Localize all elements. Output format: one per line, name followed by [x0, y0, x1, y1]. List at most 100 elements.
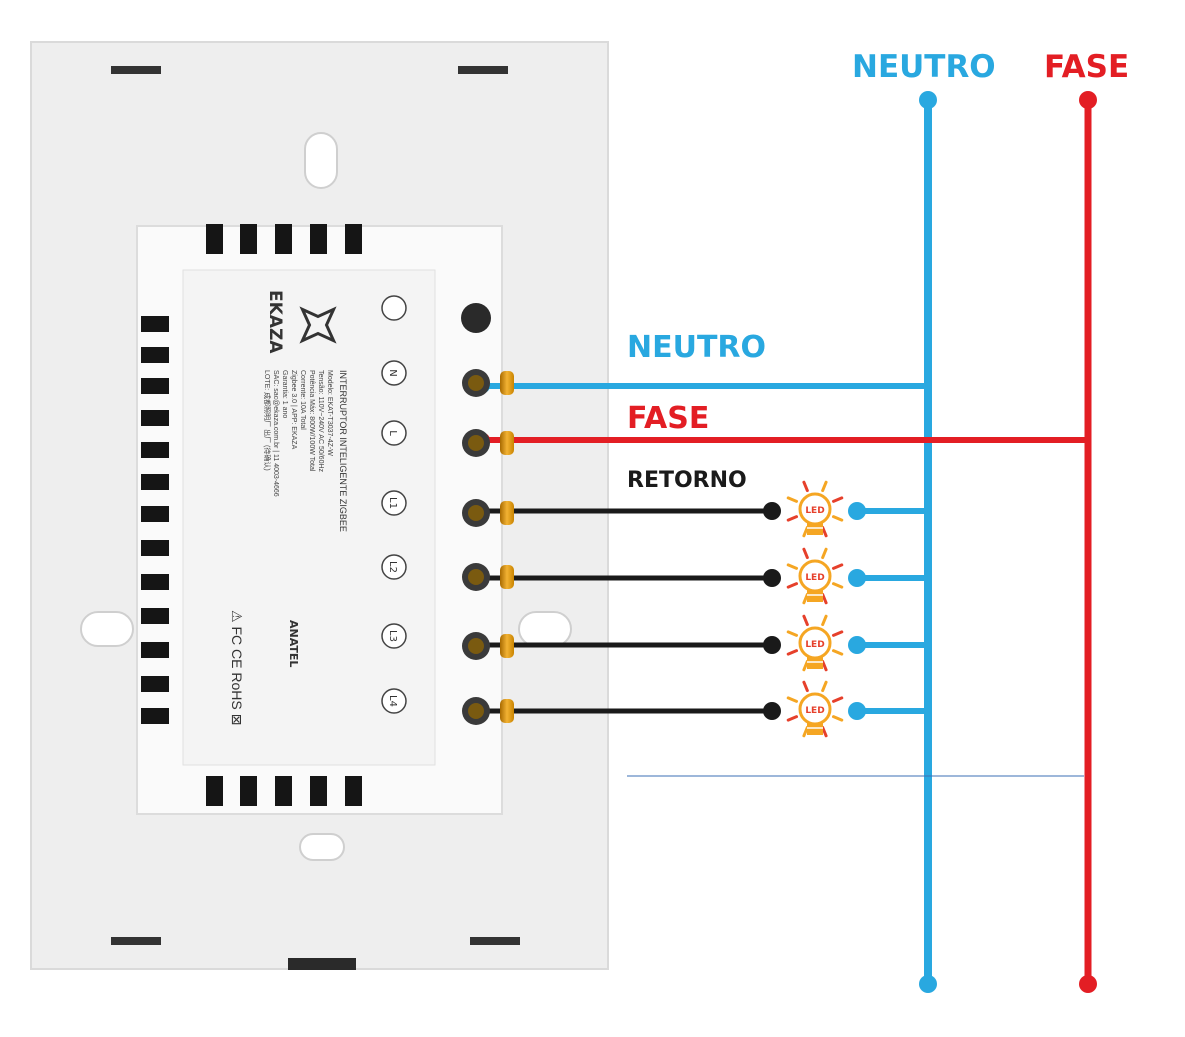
bulb-label: LED — [805, 573, 824, 583]
brand-name: EKAZA — [265, 290, 285, 354]
screw-slot — [304, 132, 338, 189]
bulb-ray — [786, 649, 799, 656]
bulb-ray — [802, 525, 809, 538]
bulb-ray — [821, 725, 828, 738]
terminals — [461, 303, 514, 725]
return-wire-dot — [763, 502, 781, 520]
terminal-screw-center — [468, 703, 484, 719]
bulb-ray — [802, 592, 809, 605]
bulb-ray — [786, 496, 799, 503]
bulb-ray — [831, 582, 844, 589]
bulb-ray — [786, 696, 799, 703]
terminal-brass — [500, 699, 514, 723]
spec-line: Potência Máx: 800W/100W Total — [308, 370, 315, 472]
terminal-label: L1 — [387, 497, 398, 509]
spec-line: Zigbee 3.0 | APP: EKAZA — [290, 370, 297, 450]
bulb-ray — [821, 614, 828, 627]
bus-end-dot — [1079, 975, 1097, 993]
bus-end-dot — [919, 975, 937, 993]
terminal-label-circle — [381, 554, 407, 580]
terminal-label-circle — [381, 295, 407, 321]
lamp-neutral-dot — [848, 636, 866, 654]
terminal-screw-center — [468, 375, 484, 391]
neutral-bus-label: NEUTRO — [852, 49, 996, 85]
product-name: INTERRUPTOR INTELIGENTE ZIGBEE — [338, 370, 348, 532]
screw-slot — [518, 611, 572, 647]
brand-logo — [299, 306, 337, 344]
bulb-ray — [831, 563, 844, 570]
mount-clip — [111, 937, 161, 945]
led-bulb-icon: LED — [786, 614, 844, 672]
terminal-label-circle — [381, 420, 407, 446]
led-bulb-icon: LED — [786, 480, 844, 538]
terminal-brass — [500, 565, 514, 589]
mount-clip — [458, 66, 508, 74]
bulb-ray — [821, 547, 828, 560]
terminal-screw-center — [468, 435, 484, 451]
terminal-brass — [500, 501, 514, 525]
spec-line: LOTE: 成都照明厂 出厂 (待确认) — [263, 370, 272, 471]
terminal-label: L2 — [387, 561, 398, 573]
spec-line: Garantia: 1 ano — [281, 370, 288, 418]
mount-tab — [288, 958, 356, 970]
screw-slot — [299, 833, 345, 861]
product-label: EKAZA INTERRUPTOR INTELIGENTE ZIGBEE Mod… — [229, 290, 348, 725]
spec-line: Corrente: 10A Total — [299, 370, 306, 430]
terminal-screw-center — [468, 638, 484, 654]
spec-line: Tensão: 110V~240V AC 50/60Hz — [317, 370, 324, 473]
bulb-ray — [821, 592, 828, 605]
return-wire-label: RETORNO — [627, 468, 747, 493]
terminal-screw — [461, 303, 491, 333]
switch-back-plate: EKAZA INTERRUPTOR INTELIGENTE ZIGBEE Mod… — [30, 41, 609, 970]
bulb-ray — [802, 680, 809, 693]
phase-bus-label: FASE — [1044, 49, 1129, 85]
terminal-label-circle — [381, 490, 407, 516]
return-wire-dot — [763, 636, 781, 654]
bulb-ray — [831, 496, 844, 503]
bulb-ray — [831, 630, 844, 637]
terminal-label: L3 — [387, 630, 398, 642]
terminal-label: N — [387, 369, 398, 376]
terminal-screw-center — [468, 569, 484, 585]
cert-body: ANATEL — [287, 620, 300, 667]
bulb-ray — [802, 547, 809, 560]
screw-slot — [80, 611, 134, 647]
terminal-label-circle — [381, 688, 407, 714]
terminal-screw-center — [468, 505, 484, 521]
return-wire-dot — [763, 702, 781, 720]
bulb-ray — [786, 582, 799, 589]
bulb-ray — [802, 725, 809, 738]
bulb-ray — [786, 630, 799, 637]
terminal-brass — [500, 634, 514, 658]
bulb-base — [807, 723, 823, 735]
bulb-base — [807, 590, 823, 602]
terminal-label-circle — [381, 360, 407, 386]
return-wire-dot — [763, 569, 781, 587]
bulb-ray — [831, 649, 844, 656]
bulb-ray — [821, 659, 828, 672]
bulb-ray — [821, 480, 828, 493]
bulb-label: LED — [805, 506, 824, 516]
lamp-neutral-dot — [848, 702, 866, 720]
label-area — [182, 269, 436, 766]
bulb-ray — [831, 515, 844, 522]
bulb-base — [807, 657, 823, 669]
terminal-label-circle — [381, 623, 407, 649]
wires — [476, 91, 1097, 993]
neutral-wire-label: NEUTRO — [627, 330, 766, 365]
spec-line: Modelo: EKAT-T3037-4Z-W — [326, 370, 333, 456]
bulb-ray — [786, 563, 799, 570]
terminal-label: L4 — [387, 695, 398, 707]
bulb-ray — [821, 525, 828, 538]
bulb-label: LED — [805, 706, 824, 716]
side-slots — [141, 316, 169, 724]
bulb-ray — [802, 480, 809, 493]
bus-end-dot — [1079, 91, 1097, 109]
mount-clip — [470, 937, 520, 945]
bulb-ray — [786, 515, 799, 522]
bulb-ray — [831, 715, 844, 722]
led-bulb-icon: LED — [786, 680, 844, 738]
bus-end-dot — [919, 91, 937, 109]
